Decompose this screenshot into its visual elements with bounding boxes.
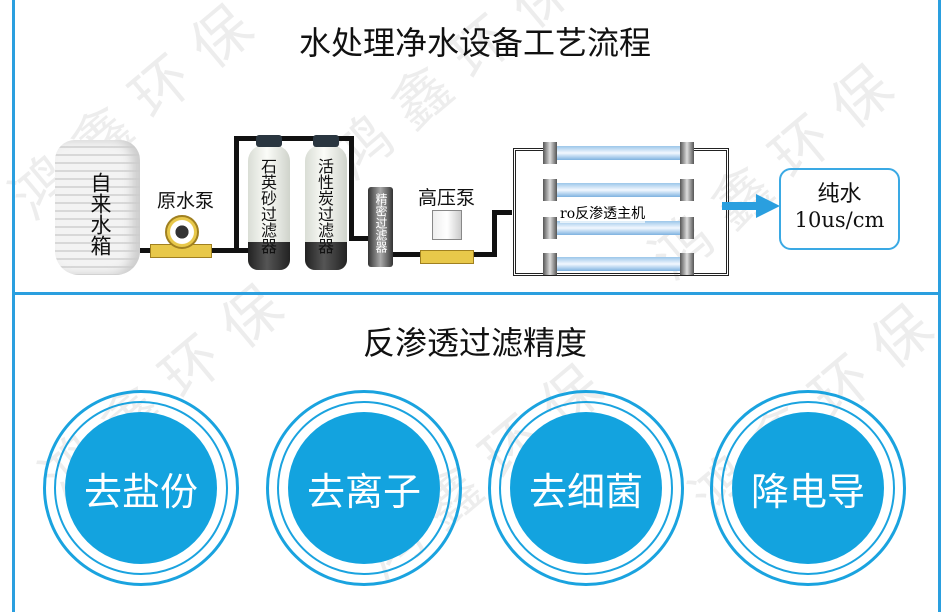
arrow-right-icon xyxy=(722,194,780,218)
tap-water-tank xyxy=(55,140,140,275)
ro-membrane xyxy=(543,257,693,271)
quartz-sand-filter xyxy=(248,135,290,270)
tank-label: 自来水箱 xyxy=(88,172,112,256)
feature-label: 去细菌 xyxy=(510,412,662,564)
hp-pump-label: 高压泵 xyxy=(418,187,476,209)
feature-label: 去离子 xyxy=(288,412,440,564)
pure-water-box: 纯水 10us/cm xyxy=(779,168,900,250)
precision-title: 反渗透过滤精度 xyxy=(362,324,587,362)
pipe xyxy=(234,136,239,252)
pipe xyxy=(234,136,352,141)
frame-left xyxy=(12,0,15,612)
pipe xyxy=(492,210,497,257)
section-divider xyxy=(12,292,941,295)
activated-carbon-filter xyxy=(305,135,347,270)
feature-label: 去盐份 xyxy=(65,412,217,564)
quartz-filter-label: 石英砂过滤器 xyxy=(258,158,277,254)
raw-pump-label: 原水泵 xyxy=(157,190,215,212)
hp-pump-motor xyxy=(432,210,462,240)
hp-pump-icon xyxy=(420,250,474,264)
conductivity-value: 10us/cm xyxy=(794,208,885,232)
frame-right xyxy=(938,0,941,612)
precision-filter-label: 精密过滤器 xyxy=(374,193,388,253)
feature-circle: 去盐份 xyxy=(43,390,239,586)
process-title: 水处理净水设备工艺流程 xyxy=(298,24,651,62)
carbon-filter-label: 活性炭过滤器 xyxy=(315,158,334,254)
feature-circle: 降电导 xyxy=(710,390,906,586)
feature-circle: 去细菌 xyxy=(488,390,684,586)
precision-filter xyxy=(368,187,393,267)
feature-label: 降电导 xyxy=(732,412,884,564)
pipe xyxy=(349,136,354,240)
feature-circle: 去离子 xyxy=(266,390,462,586)
pipe xyxy=(349,236,371,241)
ro-membrane xyxy=(543,183,693,197)
ro-unit-label: ro反渗透主机 xyxy=(560,203,646,223)
ro-membrane xyxy=(543,221,693,235)
pure-water-label: 纯水 xyxy=(817,182,862,207)
raw-pump-icon xyxy=(165,215,199,249)
pipe xyxy=(492,210,512,215)
ro-membrane xyxy=(543,146,693,160)
